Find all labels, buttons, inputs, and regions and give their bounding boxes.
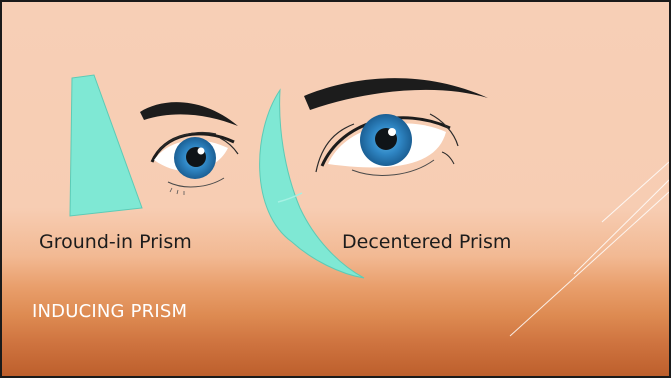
left-eyebrow [140, 102, 238, 126]
ground-in-prism-label: Ground-in Prism [39, 231, 192, 253]
decorative-lines [510, 162, 669, 336]
slide-title: INDUCING PRISM [32, 301, 187, 322]
left-eye [140, 102, 238, 195]
right-eyebrow [304, 78, 488, 110]
right-eye [304, 78, 488, 175]
decentered-prism-label: Decentered Prism [342, 231, 511, 253]
ground-in-prism-shape [70, 75, 142, 216]
